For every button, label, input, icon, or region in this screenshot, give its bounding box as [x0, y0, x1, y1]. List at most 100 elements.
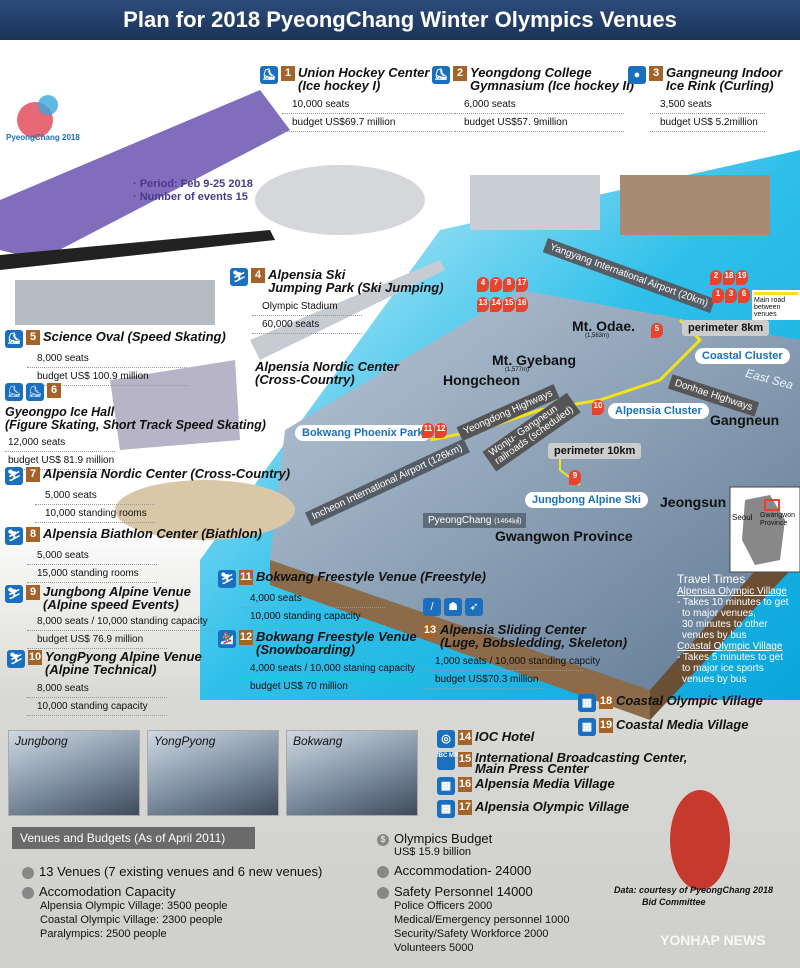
- ioc-icon: ◎: [437, 730, 455, 748]
- ice-hockey-icon: ⛸: [432, 66, 450, 84]
- alpensia-cluster-label: Alpensia Cluster: [608, 403, 709, 419]
- person-icon: [377, 886, 389, 899]
- dollar-icon: $: [377, 833, 389, 846]
- pyeongchang-label: PyeongChang (1464㎢): [423, 513, 527, 528]
- pin-9: 9: [569, 465, 582, 485]
- ski-jumper-illustration: [0, 90, 290, 260]
- curling-icon: ●: [628, 66, 646, 84]
- venues-count: 13 Venues (7 existing venues and 6 new v…: [22, 864, 322, 879]
- bokwang-label: Bokwang Phoenix Park: [295, 425, 431, 441]
- skeleton-icon: ➶: [465, 598, 483, 616]
- nordic-center: [115, 480, 295, 540]
- inset-seoul-label: Seoul: [732, 513, 753, 522]
- olympic-village-icon: ▦: [437, 800, 455, 818]
- perimeter-10km: perimeter 10km: [548, 443, 642, 459]
- media-village-icon: ▦: [437, 777, 455, 795]
- building-icon: [377, 865, 389, 878]
- gangneun-label: Gangneun: [710, 412, 780, 428]
- period-text: · Period: Feb 9-25 2018: [133, 178, 253, 190]
- mt-gyebang-height: (1,577m): [505, 367, 530, 373]
- photo-yongpyong: YongPyong: [147, 730, 279, 816]
- luge-athlete: [670, 790, 730, 890]
- accommodation-total: Accommodation- 24000: [377, 863, 531, 878]
- yeongdong-gym: [470, 175, 600, 230]
- snowboard-icon: 🏂: [218, 630, 236, 648]
- jeongsun-label: Jeongsun: [660, 494, 727, 510]
- ibc-mpc-icon: IBC MPC: [437, 752, 462, 770]
- venue-6: ⛸⛸6 Gyeongpo Ice Hall(Figure Skating, Sh…: [5, 383, 266, 470]
- photo-jungbong: Jungbong: [8, 730, 140, 816]
- yonhap-watermark: YONHAP NEWS: [660, 932, 766, 948]
- source-note: Data: courtesy of PyeongChang 2018 Bid C…: [614, 885, 774, 907]
- photo-bokwang: Bokwang: [286, 730, 418, 816]
- mt-gyebang-label: Mt. Gyebang: [492, 352, 577, 368]
- figure-skating-icon: ⛸: [5, 383, 23, 401]
- olympic-village-icon: ▦: [578, 694, 596, 712]
- media-village-icon: ▦: [578, 718, 596, 736]
- map-terrain-side: [270, 560, 650, 720]
- nordic-center-label: Alpensia Nordic Center(Cross-Country): [255, 359, 399, 387]
- safety-personnel: Safety Personnel 14000 Police Officers 2…: [377, 884, 570, 955]
- pin-10: 10: [592, 395, 605, 415]
- cross-country-icon: ⛷: [5, 467, 23, 485]
- hongcheon-label: Hongcheon: [443, 372, 520, 388]
- mt-odae-label: Mt. Odae.: [572, 318, 636, 334]
- gangneung-rink: [620, 175, 770, 235]
- ski: [0, 230, 275, 270]
- luge-icon: /: [423, 598, 441, 616]
- travel-times: Travel Times Alpensia Olympic Village - …: [677, 572, 789, 685]
- korea-shape: [742, 495, 785, 565]
- freestyle-icon: ⛷: [218, 570, 236, 588]
- gyeongpo-ice-hall: [110, 360, 240, 450]
- pie-icon: [22, 886, 34, 899]
- province-label: Gwangwon Province: [495, 528, 633, 544]
- alpine-ski-icon: ⛷: [7, 650, 25, 668]
- gwangwon-highlight: [764, 499, 780, 511]
- venue-icon: [22, 866, 34, 879]
- jungbong-label: Jungbong Alpine Ski: [525, 492, 648, 508]
- events-text: · Number of events 15: [133, 191, 248, 203]
- summary-header: Venues and Budgets (As of April 2011): [12, 827, 255, 849]
- alpine-ski-icon: ⛷: [5, 585, 23, 603]
- ice-hockey-icon: ⛸: [260, 66, 278, 84]
- ski-jumping-icon: ⛷: [230, 268, 248, 286]
- perimeter-8km: perimeter 8km: [682, 320, 770, 336]
- mt-odae-height: (1,563m): [585, 333, 610, 339]
- pin-5: 5: [651, 318, 664, 338]
- pyeongchang-logo-text: PyeongChang 2018: [6, 133, 80, 142]
- coastal-cluster-label: Coastal Cluster: [695, 348, 790, 364]
- map-terrain: [270, 290, 800, 690]
- short-track-icon: ⛸: [26, 383, 44, 401]
- hockey-arena: [255, 165, 425, 235]
- accommodation-capacity: Accomodation Capacity Alpensia Olympic V…: [22, 884, 228, 941]
- science-oval: [15, 280, 215, 325]
- page-title: Plan for 2018 PyeongChang Winter Olympic…: [0, 0, 800, 40]
- ski-jump-tower: [250, 260, 445, 360]
- biathlon-icon: ⛷: [5, 527, 23, 545]
- olympics-budget: $Olympics Budget US$ 15.9 billion: [377, 831, 492, 858]
- inset-province-label: Gwangwon Province: [760, 512, 796, 527]
- road-legend: Main road between venues: [752, 290, 800, 320]
